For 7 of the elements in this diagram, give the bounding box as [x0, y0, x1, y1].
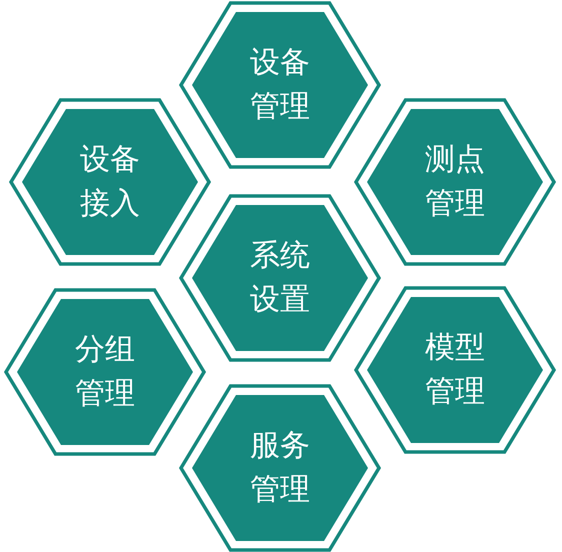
hexagon-tile: 设备接入 [8, 97, 212, 267]
hexagon-tile: 测点管理 [353, 97, 557, 267]
hexagon-tile: 模型管理 [353, 285, 557, 455]
hexagon-tile: 分组管理 [3, 287, 207, 457]
hexagon-tile: 系统设置 [178, 193, 382, 363]
hexagon-tile: 服务管理 [178, 383, 382, 552]
hexagon-tile: 设备管理 [178, 0, 382, 170]
